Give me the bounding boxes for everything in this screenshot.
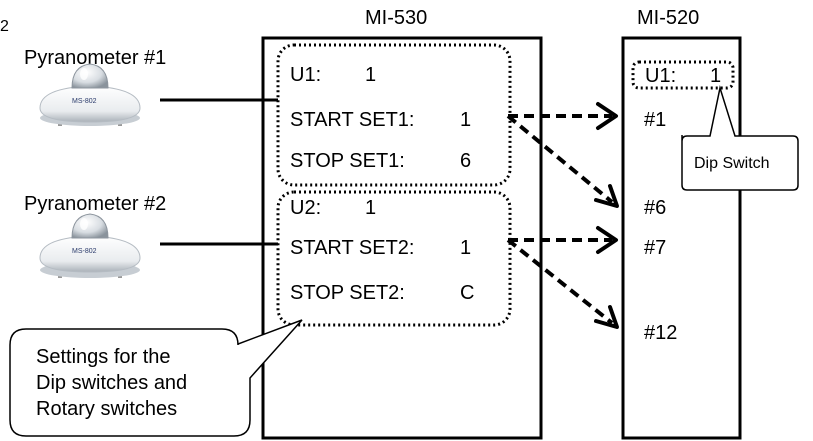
start-set1-label: START SET1: — [290, 109, 414, 131]
pyranometer-2-icon: MS-802 — [40, 214, 140, 278]
stop-set1-value: 6 — [460, 150, 471, 172]
mi520-channel-12: #12 — [644, 322, 677, 344]
pyranometer-1-icon: MS-802 — [40, 64, 140, 126]
start-set1-value: 1 — [460, 109, 471, 131]
arrowhead-ch12 — [596, 307, 617, 327]
u1-label: U1: — [290, 64, 321, 86]
dip-switch-callout-text: Dip Switch — [694, 155, 770, 172]
mi530-title: MI-530 — [365, 7, 427, 29]
start-set2-value: 1 — [460, 237, 471, 259]
mi520-channel-7: #7 — [644, 237, 666, 259]
corner-mark: 2 — [0, 18, 9, 35]
mi520-u1-label: U1: — [645, 65, 676, 87]
stop-set2-label: STOP SET2: — [290, 282, 405, 304]
mi520-channel-1: #1 — [644, 109, 666, 131]
u1-value: 1 — [365, 64, 376, 86]
mi520-title: MI-520 — [637, 7, 699, 29]
pyranometer-2-label: Pyranometer #2 — [24, 193, 166, 215]
start-set2-label: START SET2: — [290, 237, 414, 259]
settings-callout-line-2: Dip switches and — [36, 372, 187, 394]
settings-callout-line-3: Rotary switches — [36, 398, 177, 420]
stop-set1-label: STOP SET1: — [290, 150, 405, 172]
pyranometer-2-badge: MS-802 — [72, 248, 97, 255]
u2-label: U2: — [290, 197, 321, 219]
mi520-channel-6: #6 — [644, 197, 666, 219]
pyranometer-1-badge: MS-802 — [72, 98, 97, 105]
u2-value: 1 — [365, 197, 376, 219]
settings-callout-line-1: Settings for the — [36, 346, 171, 368]
mi520-u1-value: 1 — [710, 65, 721, 87]
stop-set2-value: C — [460, 282, 474, 304]
